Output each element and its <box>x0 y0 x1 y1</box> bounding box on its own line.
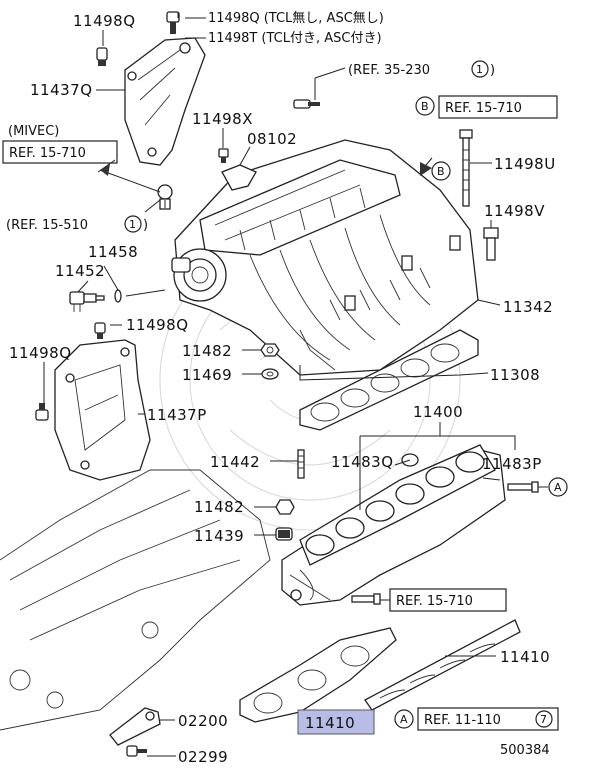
diagram-number: 500384 <box>500 743 550 758</box>
circle-ref-35-230 <box>471 60 489 78</box>
bracket-02200 <box>109 707 161 746</box>
circle-b-marker <box>431 161 451 181</box>
gasket-11410-long <box>364 619 521 711</box>
o-ring-11458 <box>114 289 122 303</box>
label-11469: 11469 <box>182 366 232 384</box>
label-11458: 11458 <box>88 243 138 261</box>
bolt-ref-35-230 <box>293 99 320 109</box>
label-ref-15-710-bottom: REF. 15-710 <box>396 594 473 609</box>
leader-lines <box>43 12 548 757</box>
box-ref-11-110 <box>417 707 559 731</box>
label-a-marker: A <box>554 481 562 494</box>
circle-ref-11-110 <box>535 710 553 728</box>
label-11498x: 11498X <box>192 110 253 128</box>
lower-intake-manifold-11400 <box>281 444 506 606</box>
label-11498v: 11498V <box>484 202 545 220</box>
label-ref-35-230-close: ) <box>490 63 495 78</box>
label-ref-15-510-num: 1 <box>129 218 136 231</box>
label-11437q: 11437Q <box>30 81 93 99</box>
nut-11482-b <box>275 499 295 515</box>
cylinder-head <box>0 469 271 731</box>
label-11308: 11308 <box>490 366 540 384</box>
arrow-to-b <box>420 162 432 176</box>
label-11437p: 11437P <box>147 406 207 424</box>
label-ref-15-710-b: REF. 15-710 <box>445 101 522 116</box>
circle-a-marker <box>548 477 568 497</box>
bolt-02299 <box>126 745 147 757</box>
label-ref-15-510: (REF. 15-510 <box>6 218 88 233</box>
label-ref-35-230-num: 1 <box>476 63 483 76</box>
label-08102: 08102 <box>247 130 297 148</box>
bolt-11498q-left <box>35 403 49 421</box>
fitting-ref-15-710 <box>351 593 381 605</box>
label-11498u: 11498U <box>494 155 556 173</box>
label-11452: 11452 <box>55 262 105 280</box>
label-11498q-mid: 11498Q <box>126 316 189 334</box>
sensor-11452 <box>69 291 105 312</box>
label-02299: 02299 <box>178 748 228 766</box>
label-ref-11-110-num: 7 <box>540 713 547 726</box>
arrow-to-ref-15-710 <box>100 164 110 176</box>
bolt-11498q-tcl <box>166 11 180 34</box>
gasket-11308 <box>299 329 479 431</box>
label-ref-11-110: REF. 11-110 <box>424 713 501 728</box>
label-11498q-top: 11498Q <box>73 12 136 30</box>
bracket-08102 <box>221 164 257 191</box>
label-11410-right: 11410 <box>500 648 550 666</box>
label-a-ref: A <box>400 713 408 726</box>
label-mivec: (MIVEC) <box>8 124 59 139</box>
label-11342: 11342 <box>503 298 553 316</box>
bracket-11437p <box>54 339 151 481</box>
label-ref-15-710-left: REF. 15-710 <box>9 146 86 161</box>
bolt-11498q-mid <box>94 322 106 339</box>
bolt-11498u <box>459 129 473 207</box>
bolt-11498x <box>218 148 229 163</box>
fitting-11483p <box>507 481 539 493</box>
label-ref-35-230: (REF. 35-230 <box>348 63 430 78</box>
circle-a-ref <box>394 709 414 729</box>
label-11410-box: 11410 <box>305 714 355 732</box>
label-11482-b: 11482 <box>194 498 244 516</box>
label-11498q-left: 11498Q <box>9 344 72 362</box>
label-11400: 11400 <box>413 403 463 421</box>
box-ref-15-710-b <box>438 95 558 119</box>
nut-11482-a <box>260 343 280 357</box>
label-11498t-tcl: 11498T (TCL付き, ASC付き) <box>208 31 382 46</box>
label-b-ref: B <box>421 100 429 113</box>
grommet-11439 <box>275 527 293 541</box>
circle-ref-15-510 <box>124 215 142 233</box>
label-11442: 11442 <box>210 453 260 471</box>
label-02200: 02200 <box>178 712 228 730</box>
label-11439: 11439 <box>194 527 244 545</box>
label-11498q-tcl: 11498Q (TCL無し, ASC無し) <box>208 11 384 26</box>
label-11483q: 11483Q <box>331 453 394 471</box>
box-ref-15-710-left <box>2 140 118 164</box>
label-ref-15-510-close: ) <box>143 218 148 233</box>
label-b-marker: B <box>437 165 445 178</box>
bolt-11498q-top <box>96 47 108 66</box>
highlight-11410 <box>297 709 375 735</box>
upper-intake-manifold-11342 <box>171 139 479 376</box>
circle-b-ref <box>415 96 435 116</box>
label-11483p: 11483P <box>482 455 542 473</box>
bolt-11498v <box>483 227 499 261</box>
bracket-11437q <box>124 37 206 166</box>
gasket-11410-center <box>239 627 397 723</box>
stud-11442 <box>297 449 305 479</box>
label-11482-a: 11482 <box>182 342 232 360</box>
washer-11469 <box>261 368 279 380</box>
box-ref-15-710-bottom <box>389 588 507 612</box>
